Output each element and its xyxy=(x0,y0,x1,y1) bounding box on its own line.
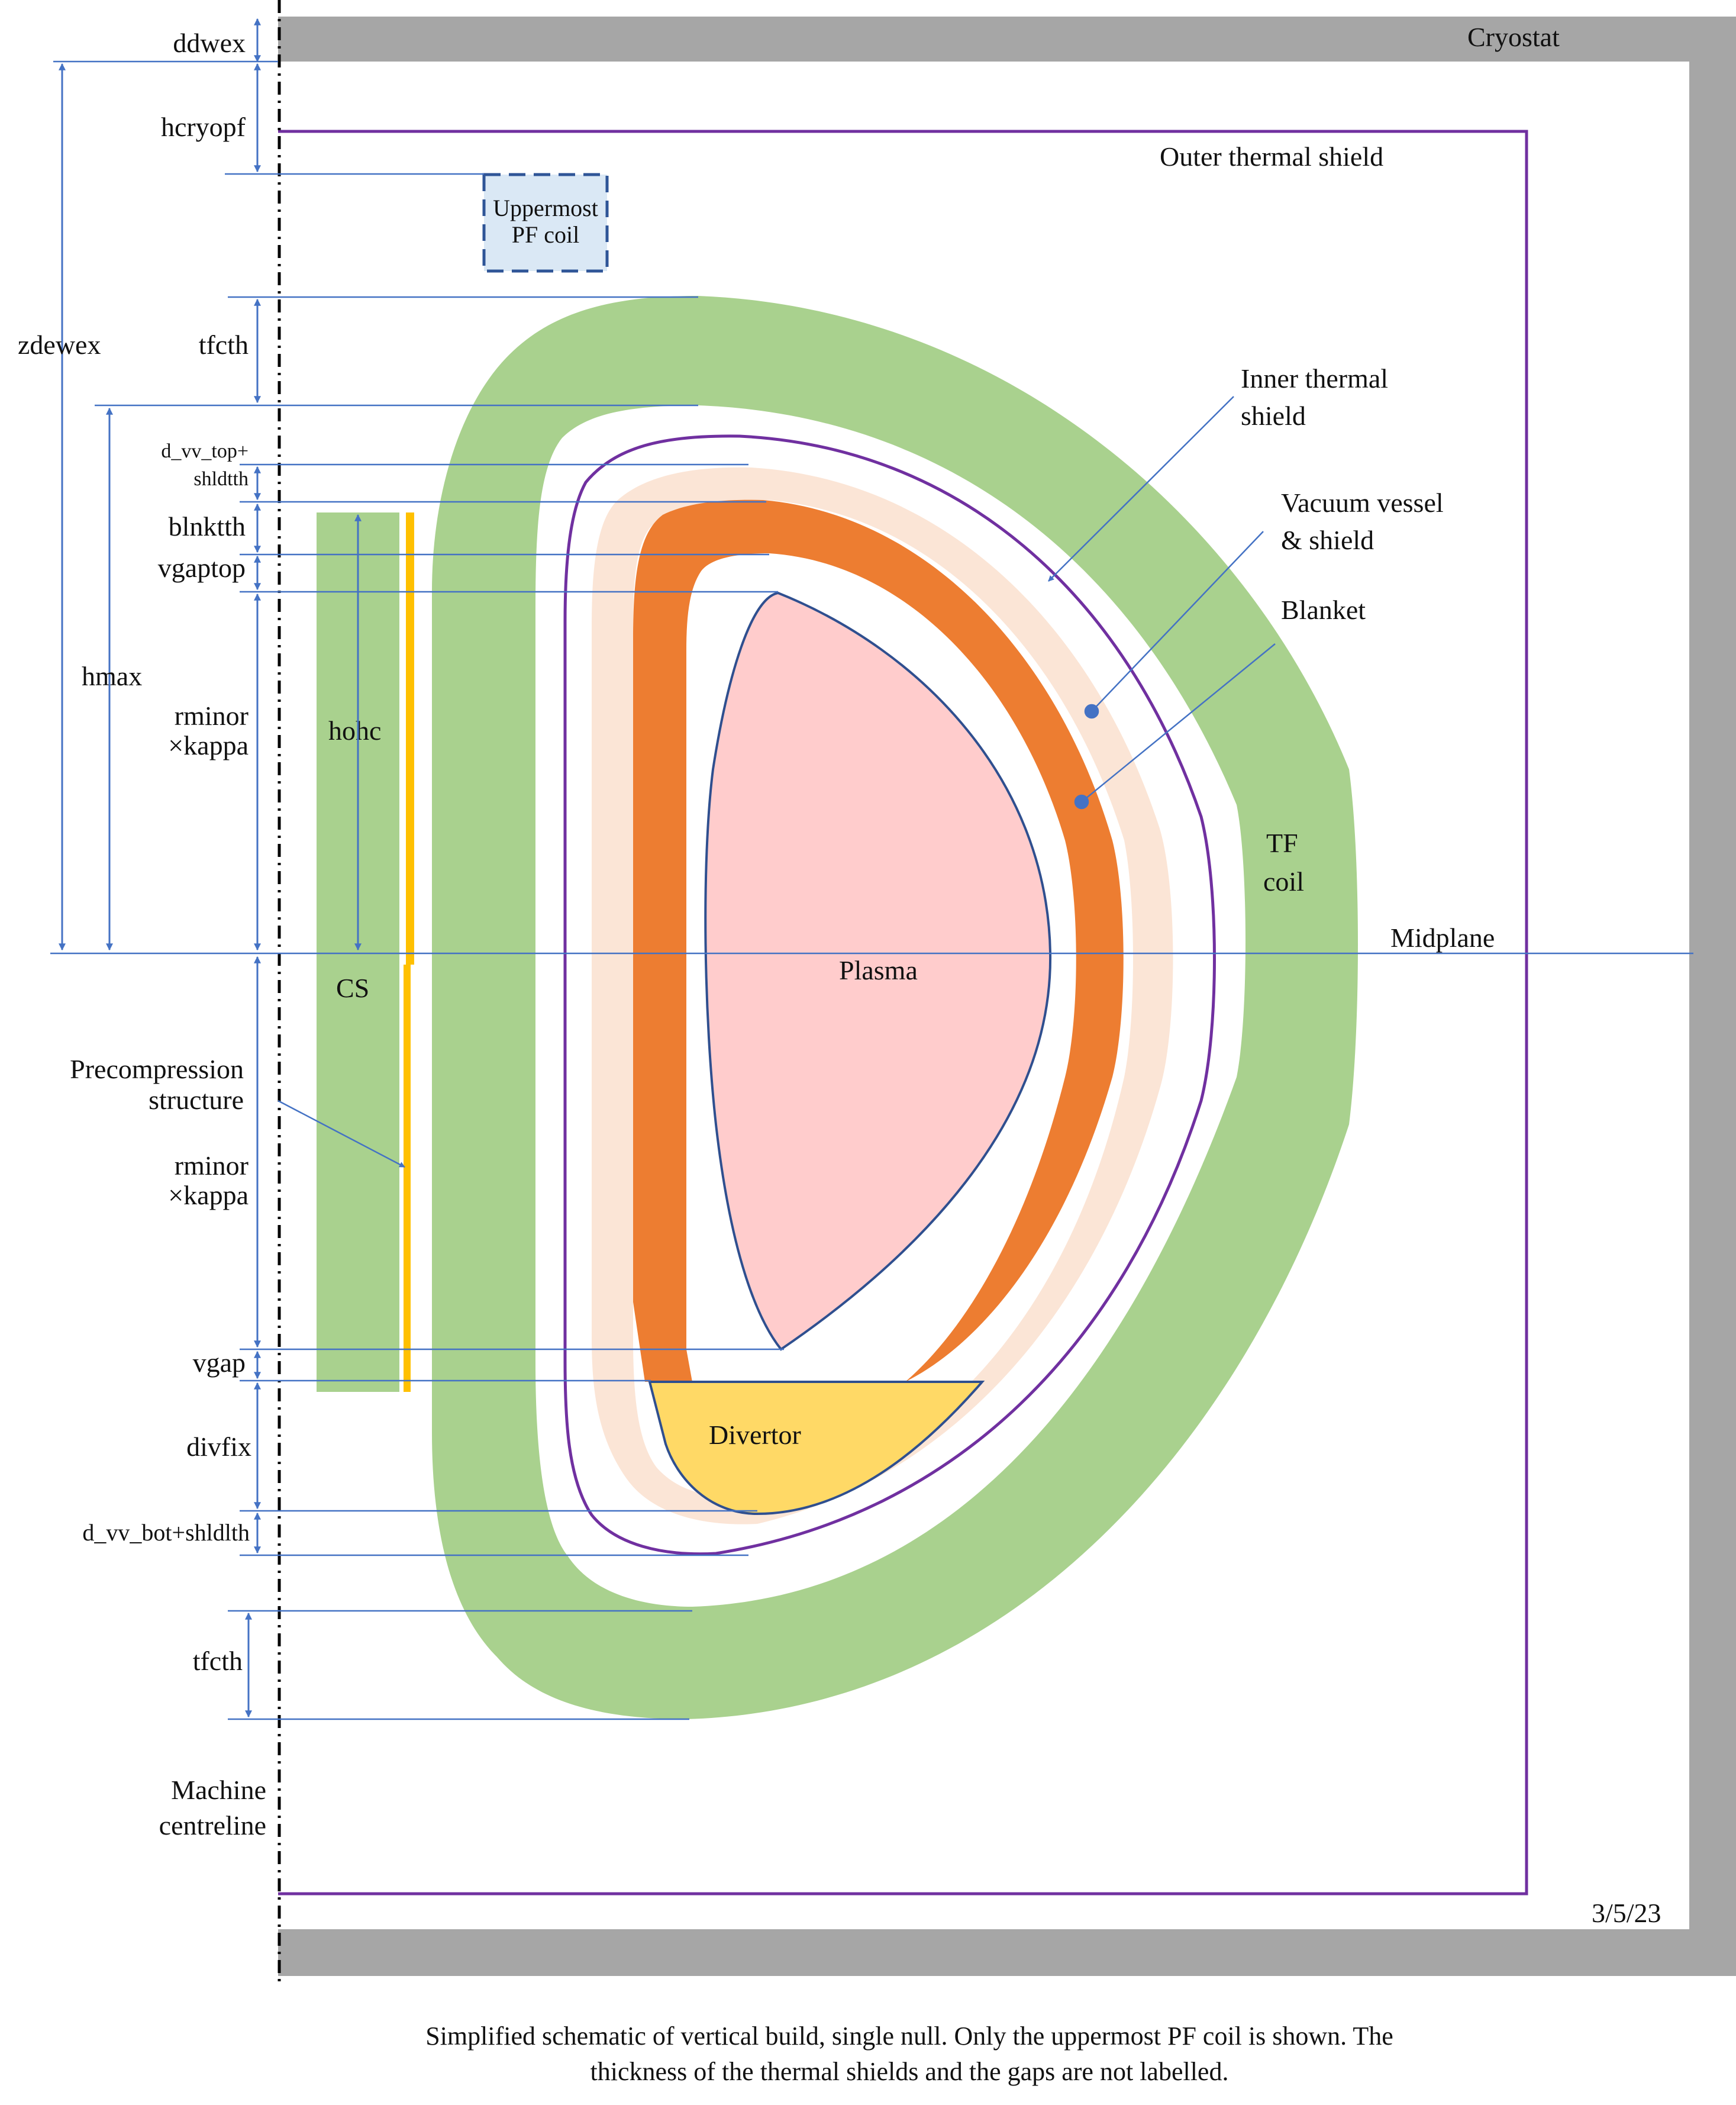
precompression-leader xyxy=(277,1100,405,1168)
tf-coil xyxy=(432,296,1358,1719)
d-vv-top-label-line2: shldtth xyxy=(193,468,249,490)
uppermost-pf-coil xyxy=(482,173,609,273)
rminor-kappa-bot-label-line1: rminor xyxy=(175,1150,249,1181)
date-label: 3/5/23 xyxy=(1592,1898,1661,1928)
inner-thermal-shield-leader xyxy=(1048,396,1234,582)
divertor xyxy=(648,1381,985,1516)
cryostat-label: Cryostat xyxy=(1467,22,1560,52)
divertor-label: Divertor xyxy=(709,1420,801,1450)
tf-coil-label-line1: TF xyxy=(1266,828,1298,858)
caption-line1: Simplified schematic of vertical build, … xyxy=(425,2022,1393,2051)
divfix-label: divfix xyxy=(186,1432,251,1462)
tfcth-top-label: tfcth xyxy=(199,330,249,360)
vacuum-vessel-label-line1: Vacuum vessel xyxy=(1281,488,1444,518)
blnktth-label: blnktth xyxy=(169,511,246,541)
vacuum-vessel-leader xyxy=(1091,531,1264,712)
vacuum-vessel-dot xyxy=(1084,704,1099,719)
leader-lines xyxy=(277,396,1276,1168)
rminor-kappa-bot-label-line2: ×kappa xyxy=(168,1180,249,1210)
inner-thermal-shield xyxy=(563,434,1216,1556)
vgap-label: vgap xyxy=(193,1348,246,1378)
d-vv-top-label-line1: d_vv_top+ xyxy=(161,440,249,462)
cs-label: CS xyxy=(336,973,369,1003)
extension-lines xyxy=(53,60,784,1720)
outer-thermal-shield xyxy=(278,130,1528,1896)
d-vv-bot-label: d_vv_bot+shldlth xyxy=(82,1519,250,1546)
tfcth-bot-label: tfcth xyxy=(193,1646,243,1676)
tf-coil-label-line2: coil xyxy=(1263,866,1304,897)
blanket xyxy=(633,499,1124,1382)
zdewex-label: zdewex xyxy=(18,330,101,360)
machine-centreline-label-line1: Machine xyxy=(171,1775,266,1805)
precompression-label-line2: structure xyxy=(149,1085,244,1115)
machine-centreline-label-line2: centreline xyxy=(159,1810,266,1840)
midplane-label: Midplane xyxy=(1390,923,1495,953)
rminor-kappa-top-label-line1: rminor xyxy=(175,701,249,731)
plasma-label: Plasma xyxy=(839,955,918,985)
rminor-kappa-top-label-line2: ×kappa xyxy=(168,730,249,760)
dimension-arrows xyxy=(59,18,362,1718)
inner-thermal-shield-label-line2: shield xyxy=(1241,401,1306,431)
hmax-label: hmax xyxy=(82,661,142,691)
pf-coil-label-line2: PF coil xyxy=(512,221,579,248)
ddwex-label: ddwex xyxy=(173,28,246,58)
vacuum-vessel-label-line2: & shield xyxy=(1281,525,1374,555)
vgaptop-label: vgaptop xyxy=(158,553,246,583)
hcryopf-label: hcryopf xyxy=(161,112,246,142)
blanket-leader xyxy=(1081,643,1276,802)
blanket-label: Blanket xyxy=(1281,595,1366,625)
hohc-label: hohc xyxy=(328,715,381,746)
blanket-dot xyxy=(1074,794,1089,810)
precompression-structure xyxy=(404,512,414,1392)
plasma xyxy=(704,591,1052,1351)
caption-line2: thickness of the thermal shields and the… xyxy=(591,2057,1229,2086)
inner-thermal-shield-label-line1: Inner thermal xyxy=(1241,363,1388,394)
outer-thermal-shield-label: Outer thermal shield xyxy=(1160,141,1383,172)
precompression-label-line1: Precompression xyxy=(70,1054,244,1084)
pf-coil-label-line1: Uppermost xyxy=(493,195,598,221)
